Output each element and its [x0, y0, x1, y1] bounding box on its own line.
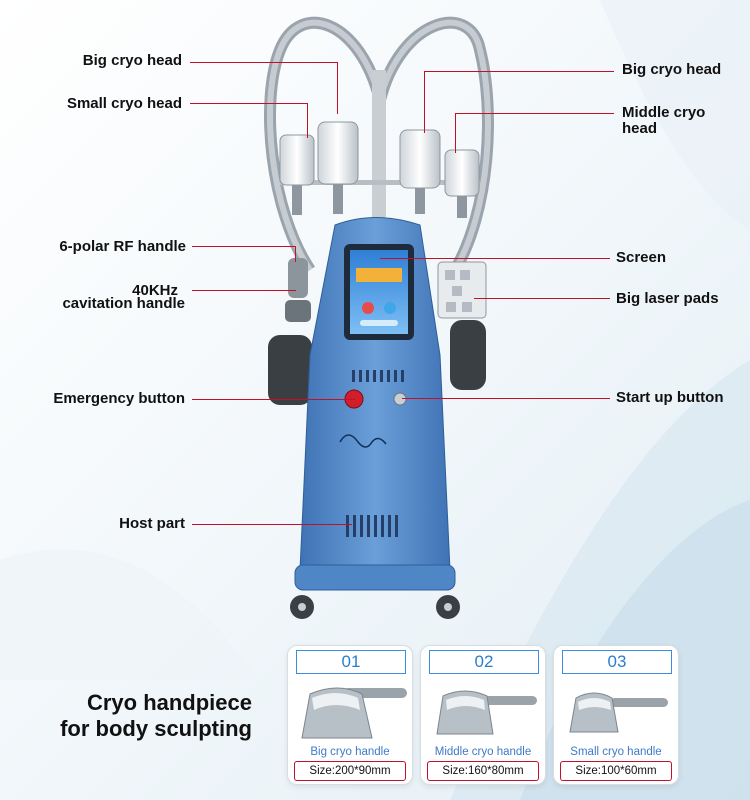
label-big-cryo-head-left: Big cryo head — [82, 52, 182, 69]
card-handle-name: Middle cryo handle — [434, 746, 532, 758]
leader-line — [455, 113, 614, 114]
leader-line — [474, 298, 610, 299]
leader-line — [295, 246, 296, 262]
label-rf-handle: 6-polar RF handle — [59, 238, 186, 255]
leader-line — [192, 246, 296, 247]
label-screen: Screen — [616, 249, 667, 266]
card-handle-name: Big cryo handle — [310, 746, 390, 758]
leader-line — [190, 62, 338, 63]
label-cavitation-line2: cavitation handle — [62, 295, 185, 312]
leader-line — [192, 290, 296, 291]
leader-line — [307, 103, 308, 138]
card-handle-name: Small cryo handle — [570, 746, 662, 758]
label-start-up-button: Start up button — [616, 389, 724, 406]
leader-line — [337, 62, 338, 114]
handpiece-headline: Cryo handpiece for body sculpting — [40, 690, 252, 742]
handpiece-card-small: 03 Small cryo handle Size:100*60mm — [553, 645, 679, 785]
leader-line — [402, 398, 610, 399]
headline-line2: for body sculpting — [60, 716, 252, 741]
leader-line — [424, 71, 425, 133]
card-number: 02 — [429, 650, 539, 674]
handpiece-card-big: 01 Big cryo handle Size:200*90mm — [287, 645, 413, 785]
small-cryo-handle-image — [569, 692, 668, 733]
card-number: 03 — [562, 650, 672, 674]
label-middle-cryo-head-line2: head — [622, 120, 658, 137]
leader-line — [424, 71, 614, 72]
label-host-part: Host part — [119, 515, 185, 532]
leader-line — [455, 113, 456, 153]
label-big-laser-pads: Big laser pads — [616, 290, 719, 307]
handpiece-card-middle: 02 Middle cryo handle Size:160*80mm — [420, 645, 546, 785]
card-size: Size:160*80mm — [427, 761, 539, 781]
label-big-cryo-head-right: Big cryo head — [622, 61, 722, 78]
card-size: Size:100*60mm — [560, 761, 672, 781]
leader-line — [192, 524, 352, 525]
label-emergency-button: Emergency button — [53, 390, 185, 407]
big-cryo-handle-image — [301, 687, 407, 739]
headline-line1: Cryo handpiece — [86, 690, 252, 715]
card-number: 01 — [296, 650, 406, 674]
leader-line — [192, 399, 355, 400]
leader-line — [190, 103, 308, 104]
card-size: Size:200*90mm — [294, 761, 406, 781]
leader-line — [380, 258, 610, 259]
label-middle-cryo-head-line1: Middle cryo — [622, 104, 706, 121]
label-cavitation-line1: 40KHz — [132, 282, 178, 299]
middle-cryo-handle-image — [436, 690, 537, 735]
cryolipolysis-machine — [264, 16, 494, 619]
label-small-cryo-head: Small cryo head — [66, 95, 182, 112]
